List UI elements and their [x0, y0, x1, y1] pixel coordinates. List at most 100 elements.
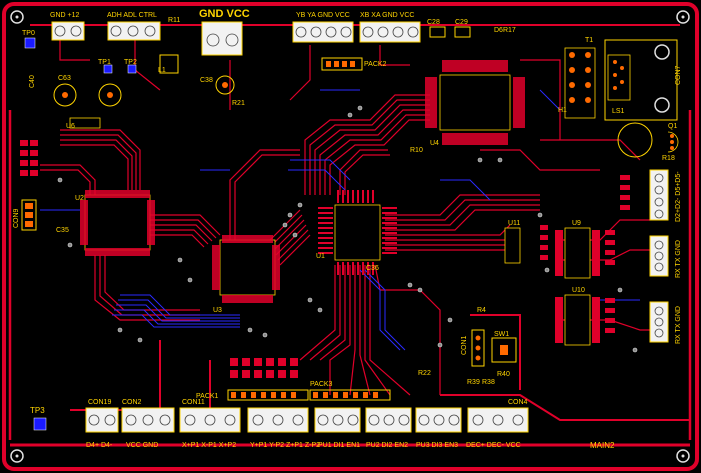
- connector-con19[interactable]: CON19 D4+ D4-: [85, 399, 119, 449]
- r10-label: R10: [410, 147, 423, 154]
- r40-label: R40: [497, 371, 510, 378]
- connector-con6[interactable]: PU2 DI2 EN2: [365, 407, 412, 449]
- connector-xb-xa-gnd-vcc[interactable]: XB XA GND VCC: [359, 12, 421, 43]
- q1-refdes: Q1: [668, 123, 677, 130]
- connector-con11[interactable]: CON11 X+P1 X-P1 X+P2: [179, 399, 241, 449]
- ic-u10[interactable]: U10: [555, 287, 600, 346]
- con7-refdes: CON7: [675, 65, 682, 85]
- connector-adh-adl-ctrl[interactable]: ADH ADL CTRL: [107, 12, 161, 41]
- con2-label: VCC GND: [126, 442, 158, 449]
- connector-right-d2-d5[interactable]: D2+D2- D5+D5-: [649, 169, 682, 222]
- ic-u6[interactable]: U6: [66, 117, 101, 130]
- connector-right-rx-tx-2[interactable]: RX TX GND: [649, 301, 682, 344]
- test-point-tp0[interactable]: TP0: [22, 30, 36, 49]
- connector-yb-ya-gnd-vcc[interactable]: YB YA GND VCC: [292, 12, 354, 43]
- yb-ya-gnd-vcc-label: YB YA GND VCC: [296, 12, 350, 19]
- ls1-refdes: LS1: [612, 108, 625, 115]
- d2-d5-label: D2+D2- D5+D5-: [675, 171, 682, 222]
- pack2-refdes: PACK2: [364, 61, 387, 68]
- sw1-refdes: SW1: [494, 331, 509, 338]
- r39-label: R39: [467, 379, 480, 386]
- header-pack3[interactable]: PACK3: [309, 381, 391, 401]
- t1-refdes: T1: [585, 37, 593, 44]
- connector-gnd-12[interactable]: GND +12: [50, 12, 85, 41]
- d6r17-label: D6R17: [494, 27, 516, 34]
- u4-refdes: U4: [430, 140, 439, 147]
- con7-bottom-label: PU3 DI3 EN3: [416, 442, 458, 449]
- connector-con7-db9[interactable]: CON7: [604, 39, 682, 121]
- refdes-labels: R11 R10 R21 R22 R18 R4 R40 R39 R38 D6R17…: [29, 17, 675, 386]
- tp1-label: TP1: [98, 59, 111, 66]
- ic-u1[interactable]: U1: [316, 190, 397, 275]
- gnd-12-label: GND +12: [50, 12, 79, 19]
- test-point-tp2[interactable]: TP2: [124, 59, 137, 74]
- buzzer-ls1[interactable]: LS1: [612, 108, 653, 158]
- capacitor-electrolytic-2[interactable]: [98, 83, 122, 107]
- u1-refdes: U1: [316, 253, 325, 260]
- capacitor-c28[interactable]: C28: [427, 19, 446, 38]
- ic-u4[interactable]: U4: [425, 60, 525, 147]
- connector-con5[interactable]: PU1 DI1 EN1: [314, 407, 361, 449]
- passive-array-right: [540, 175, 630, 333]
- con11-label: X+P1 X-P1 X+P2: [182, 442, 236, 449]
- connector-con12[interactable]: PACK1 Y+P1 Y-P2 Z+P1 Z-P2: [247, 407, 320, 449]
- inductor-l1: [159, 54, 179, 74]
- u9-refdes: U9: [572, 220, 581, 227]
- header-pack2[interactable]: PACK2: [321, 57, 387, 71]
- capacitor-c29[interactable]: C29: [454, 19, 471, 38]
- connector-gnd-vcc[interactable]: GND VCC: [199, 8, 250, 56]
- header-pack1[interactable]: PACK1: [196, 389, 309, 401]
- transistor-q1[interactable]: Q1: [667, 123, 679, 153]
- r22-label: R22: [418, 370, 431, 377]
- connector-con7-bottom[interactable]: PU3 DI3 EN3: [415, 407, 462, 449]
- tp2-label: TP2: [124, 59, 137, 66]
- rx-tx-gnd-2-label: RX TX GND: [675, 306, 682, 344]
- ic-u9[interactable]: U9: [555, 220, 600, 279]
- ic-u2[interactable]: U2: [75, 190, 155, 256]
- connector-con4[interactable]: CON4 DEC+ DEC- VCC: [466, 399, 529, 449]
- resistor-array-left: [20, 140, 38, 176]
- bottom-copper-traces: [40, 89, 640, 351]
- capacitor-c38[interactable]: C38: [200, 75, 235, 95]
- tp3-label: TP3: [30, 406, 45, 415]
- r38-label: R38: [482, 379, 495, 386]
- connector-right-rx-tx-1[interactable]: RX TX GND: [649, 235, 682, 278]
- con12-label: Y+P1 Y-P2 Z+P1 Z-P2: [250, 442, 320, 449]
- gnd-vcc-label: GND VCC: [199, 8, 250, 20]
- r4-label: R4: [477, 307, 486, 314]
- capacitor-c63[interactable]: C63: [53, 75, 77, 107]
- test-point-tp1[interactable]: TP1: [98, 59, 113, 74]
- transformer-t1[interactable]: T1: [564, 37, 596, 119]
- u3-refdes: U3: [213, 307, 222, 314]
- connector-con2[interactable]: CON2 VCC GND: [121, 399, 175, 449]
- test-point-tp3[interactable]: TP3: [30, 406, 47, 431]
- ic-u11[interactable]: U11: [504, 220, 520, 264]
- jumper-con1[interactable]: [471, 329, 485, 367]
- u6-refdes: U6: [66, 123, 75, 130]
- r18-label: R18: [662, 155, 675, 162]
- mounting-holes: [10, 10, 690, 463]
- rx-tx-gnd-1-label: RX TX GND: [675, 240, 682, 278]
- xb-xa-gnd-vcc-label: XB XA GND VCC: [360, 12, 414, 19]
- c38-refdes: C38: [200, 77, 213, 84]
- c28-refdes: C28: [427, 19, 440, 26]
- con19-label: D4+ D4-: [86, 442, 113, 449]
- switch-sw1[interactable]: SW1: [491, 331, 517, 363]
- con9-refdes: CON9: [13, 208, 20, 228]
- board-name-label: MAIN2: [590, 441, 615, 450]
- connector-con9[interactable]: CON9: [13, 199, 37, 231]
- con6-label: PU2 DI2 EN2: [366, 442, 408, 449]
- pack1-refdes: PACK1: [196, 393, 219, 400]
- con11-refdes: CON11: [182, 399, 205, 406]
- c40-label: C40: [29, 75, 36, 88]
- con1-label: CON1: [461, 335, 468, 355]
- pack3-refdes: PACK3: [310, 381, 333, 388]
- h1-label: H1: [558, 107, 567, 114]
- ic-u5[interactable]: U3: [212, 235, 280, 314]
- u11-refdes: U11: [508, 220, 520, 227]
- top-copper-traces: [8, 24, 692, 447]
- con2-refdes: CON2: [122, 399, 142, 406]
- resistor-array-bottom: [230, 358, 298, 378]
- tp0-label: TP0: [22, 30, 35, 37]
